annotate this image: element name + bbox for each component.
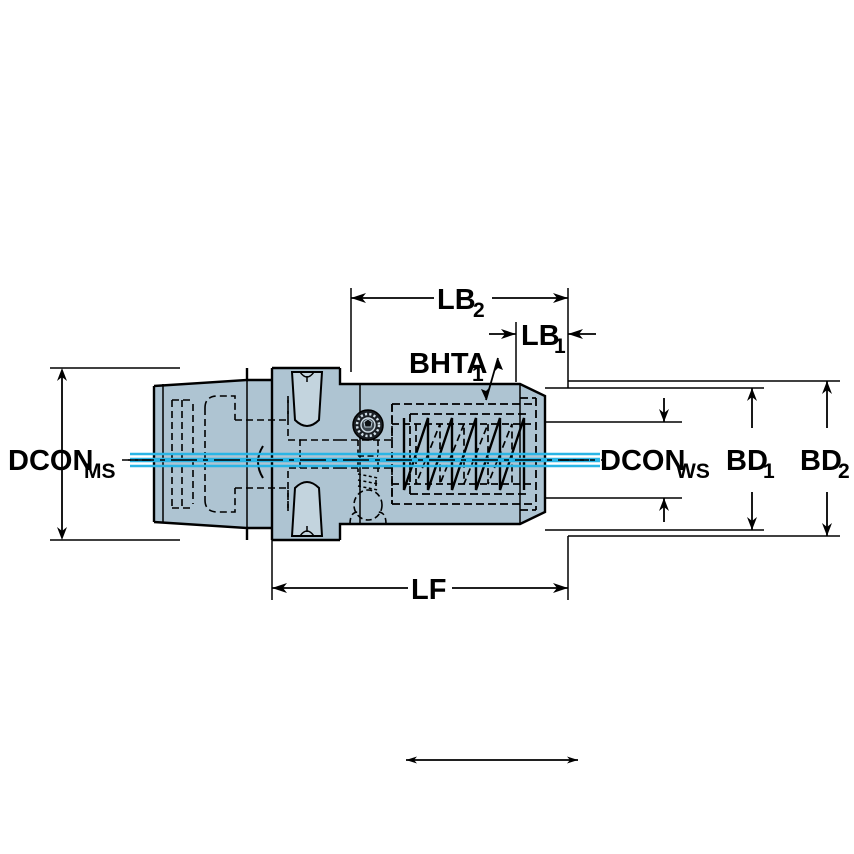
center-axis <box>128 452 602 468</box>
coolant-thread-hidden <box>357 473 379 491</box>
lb1-label: LB <box>521 320 560 352</box>
dimension-dcon-ms: DCON MS <box>8 367 578 764</box>
set-screw-icon <box>352 409 384 441</box>
lb2-label: LB <box>437 284 476 316</box>
coolant-passage-hidden <box>349 440 387 525</box>
flange-drive-slot-lower <box>290 481 324 537</box>
bhta1-subscript: 1 <box>472 363 484 386</box>
dimension-bhta1: BHTA 1 <box>409 348 503 401</box>
dimension-bd2: BD 2 <box>568 380 850 537</box>
dimension-dcon-ws: DCON WS <box>545 398 710 522</box>
dcon-ms-subscript: MS <box>84 460 116 483</box>
bd2-subscript: 2 <box>838 460 850 483</box>
lf-label: LF <box>411 574 446 606</box>
dcon-ws-label: DCON <box>600 445 685 477</box>
bhta1-label: BHTA <box>409 348 487 380</box>
lb1-subscript: 1 <box>554 335 566 358</box>
bd1-subscript: 1 <box>763 460 775 483</box>
lb2-subscript: 2 <box>473 299 485 322</box>
flange-drive-slot-upper <box>290 371 324 427</box>
dcon-ws-subscript: WS <box>676 460 710 483</box>
dimension-lb2: LB 2 <box>350 284 569 388</box>
dimension-bd1: BD 1 <box>545 387 775 531</box>
hsk-shank-hidden-detail <box>171 395 289 513</box>
bd1-label: BD <box>726 445 768 477</box>
dimension-lb1: LB 1 <box>489 320 596 382</box>
bd2-label: BD <box>800 445 842 477</box>
dcon-ms-label: DCON <box>8 445 93 477</box>
dimension-lf: LF <box>271 536 569 606</box>
bore-entry-hidden <box>340 404 393 504</box>
